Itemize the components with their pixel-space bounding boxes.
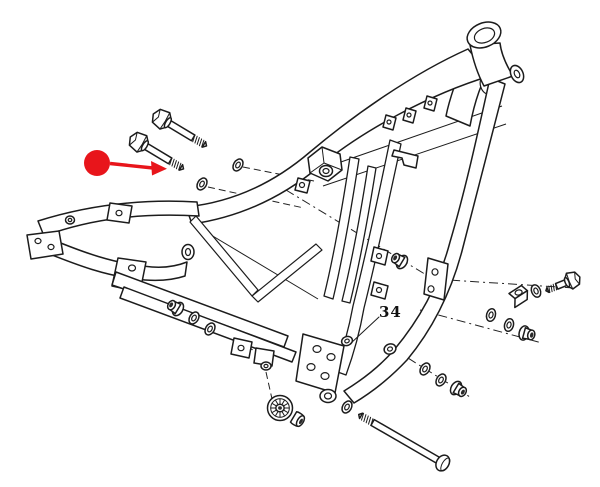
rail-bushing [181, 243, 195, 261]
cradle-plate [295, 333, 345, 394]
steering-head [466, 21, 525, 87]
highlight-annotation [84, 150, 167, 176]
hex-bolt-right [545, 271, 581, 294]
hanger-clamp [307, 146, 343, 182]
ribbed-washer [266, 394, 294, 422]
backbone-hook-bracket [391, 149, 419, 169]
spacer-bushing [289, 411, 306, 428]
washer-right-1 [484, 306, 498, 324]
far-side-cradle-line [205, 231, 319, 300]
rail-lug [106, 202, 133, 224]
highlight-arrow-shaft [109, 161, 154, 170]
flange-bolt-upper [147, 105, 213, 155]
center-pillar-tube-right [341, 165, 377, 304]
callout-34-label: 34 [379, 303, 402, 321]
flange-nut-center [447, 378, 470, 401]
frame-drawing [26, 21, 525, 404]
washer-upper [230, 156, 246, 174]
crossmember-bushing [383, 343, 397, 355]
long-bolt [357, 412, 451, 472]
washer-center-1 [417, 360, 433, 378]
rear-rail-upper [37, 200, 200, 237]
highlight-dot [84, 150, 110, 176]
washer-right-2 [502, 316, 516, 334]
backbone-tube [185, 48, 491, 225]
callout-34-leader [349, 316, 380, 345]
mid-tab [370, 246, 389, 266]
rail-boss [64, 215, 76, 225]
cross-brace-2 [251, 243, 323, 303]
washer-lower [194, 175, 210, 193]
rear-rail-lower [41, 236, 188, 282]
front-down-tube [343, 77, 506, 404]
cradle-front-lug [253, 347, 275, 371]
flange-nut-right [516, 324, 538, 344]
backbone-tab-1 [382, 114, 397, 131]
footpeg-lug [230, 337, 253, 359]
washer-center-2 [433, 371, 449, 389]
callout-34: 34 [349, 303, 402, 345]
pillar-tab [370, 281, 389, 300]
cradle-bolt-head [340, 335, 354, 347]
cradle-lug-bushing [319, 388, 337, 404]
cradle-rail-upper [111, 271, 289, 348]
down-tube-bracket [423, 257, 449, 301]
leader-spacer [265, 371, 273, 400]
backbone-tab-2 [402, 107, 417, 124]
inner-stay-tube [334, 139, 402, 376]
rear-end-plate [26, 230, 64, 260]
cross-brace [189, 215, 259, 297]
leader-right-lower-group [419, 309, 543, 344]
highlight-arrow-head [151, 161, 167, 176]
clamp-tab [294, 177, 311, 194]
clamp-plate [508, 284, 529, 309]
flange-nut-mid [388, 249, 411, 272]
center-pillar-tube-left [323, 156, 360, 300]
backbone-tab-3 [423, 95, 438, 112]
hardware [124, 105, 581, 472]
